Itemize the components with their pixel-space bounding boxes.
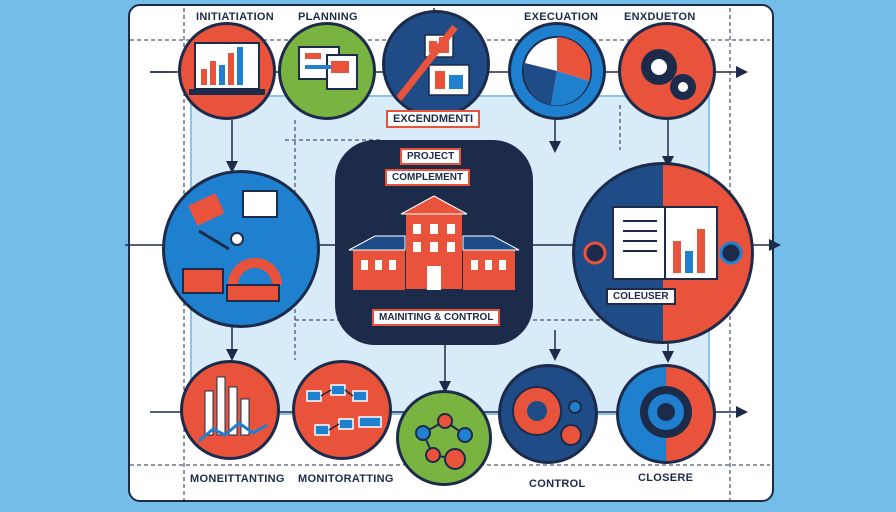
complement-tag: COMPLEMENT: [385, 169, 471, 186]
execution-circle: [508, 22, 606, 120]
maintaining-control-tag: MAINITING & CONTROL: [372, 309, 501, 326]
book-report-icon: [583, 206, 743, 280]
laptop-chart-icon: [189, 42, 265, 95]
document-icon: [298, 46, 358, 90]
planning-circle: [278, 22, 376, 120]
label-enduetion: ENXDUETON: [624, 11, 696, 23]
closere-circle: [616, 364, 716, 464]
network-gears-icon: [415, 413, 473, 470]
pie-chart-icon: [522, 36, 592, 106]
label-moneittanting: MONEITTANTING: [190, 473, 285, 485]
label-planning: PLANNING: [298, 11, 358, 23]
flowchart-icon: [306, 384, 382, 436]
enduetion-circle: [618, 22, 716, 120]
label-closere: CLOSERE: [638, 472, 694, 484]
label-initiation: INITIATIATION: [196, 11, 275, 23]
excendment-tag: EXCENDMENTI: [386, 110, 481, 128]
closure-gear-icon: [640, 386, 692, 438]
initiation-circle: [178, 22, 276, 120]
network-circle: [396, 390, 492, 486]
building-icon: [348, 195, 520, 291]
execution-tools-circle: [382, 10, 490, 118]
bar-chart-icon: [198, 376, 268, 443]
label-monitorating: MONITORATTING: [298, 473, 394, 485]
left-process-circle: [162, 170, 320, 328]
moneittanting-circle: [180, 360, 280, 460]
coleuser-tag: COLEUSER: [606, 288, 676, 305]
right-report-circle: [572, 162, 754, 344]
monitorating-circle: [292, 360, 392, 460]
label-control: CONTROL: [529, 478, 586, 490]
control-gear-icon: [512, 386, 582, 446]
project-tag: PROJECT: [400, 148, 462, 165]
label-execution: EXECUATION: [524, 11, 599, 23]
gears-icon: [641, 49, 696, 100]
pen-charts-icon: [394, 24, 470, 104]
workflow-icon: [182, 190, 282, 302]
control-circle: [498, 364, 598, 464]
